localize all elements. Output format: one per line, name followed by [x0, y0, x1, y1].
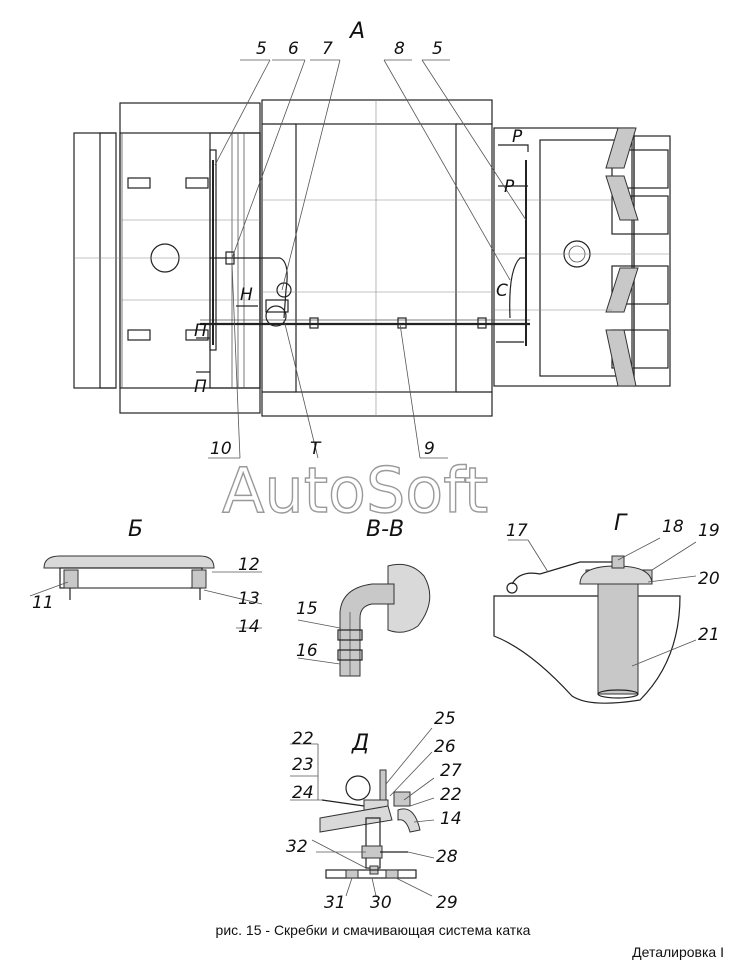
part-label-10: 10	[210, 439, 232, 459]
watermark: AutoSoft	[222, 454, 488, 527]
part-label-24: 24	[292, 783, 314, 803]
part-label-17: 17	[506, 521, 528, 541]
part-label-15: 15	[296, 599, 318, 619]
part-label-19: 19	[698, 521, 720, 541]
figure-caption: рис. 15 - Скребки и смачивающая система …	[215, 922, 531, 938]
part-label-11: 11	[32, 593, 54, 613]
cut-mark-n: Н	[240, 285, 253, 305]
view-label-b: Б	[128, 517, 143, 542]
main-view	[73, 99, 671, 417]
part-label-25: 25	[434, 709, 456, 729]
part-label-23: 23	[292, 755, 314, 775]
cut-mark-p-top: Р	[512, 127, 523, 147]
part-label-16: 16	[296, 641, 318, 661]
part-label-26: 26	[434, 737, 456, 757]
part-label-21: 21	[698, 625, 720, 645]
part-label-14-section-b: 14	[238, 617, 260, 637]
part-label-28: 28	[436, 847, 458, 867]
part-label-7: 7	[322, 39, 333, 59]
part-label-31: 31	[324, 893, 346, 913]
part-label-9: 9	[424, 439, 435, 459]
view-label-d: Д	[351, 731, 369, 756]
section-v-v	[297, 563, 431, 677]
view-label-a: А	[348, 19, 365, 44]
part-label-13: 13	[238, 589, 260, 609]
cut-mark-s: С	[496, 281, 508, 301]
part-label-30: 30	[370, 893, 392, 913]
leaders-main	[208, 59, 527, 459]
view-label-v-v: В-В	[366, 517, 404, 542]
view-label-g: Г	[614, 511, 628, 536]
section-d	[290, 727, 435, 897]
part-label-14-section-d: 14	[440, 809, 462, 829]
part-label-18: 18	[662, 517, 684, 537]
cut-mark-pi-top: П	[194, 321, 207, 341]
cut-mark-pi-bottom: П	[194, 377, 207, 397]
page-footer: Деталировка I	[632, 944, 724, 960]
part-label-29: 29	[436, 893, 458, 913]
part-label-8: 8	[394, 39, 405, 59]
part-label-22-left: 22	[292, 729, 314, 749]
part-label-12: 12	[238, 555, 260, 575]
part-label-5-left: 5	[256, 39, 267, 59]
part-label-27: 27	[440, 761, 462, 781]
part-label-5-right: 5	[432, 39, 443, 59]
section-g	[493, 537, 697, 704]
part-label-20: 20	[698, 569, 720, 589]
cut-mark-t: Т	[310, 439, 322, 459]
cut-mark-p-mid: Р	[504, 177, 515, 197]
section-b	[29, 555, 263, 629]
part-label-32: 32	[286, 837, 308, 857]
part-label-22-right: 22	[440, 785, 462, 805]
part-label-6: 6	[288, 39, 299, 59]
